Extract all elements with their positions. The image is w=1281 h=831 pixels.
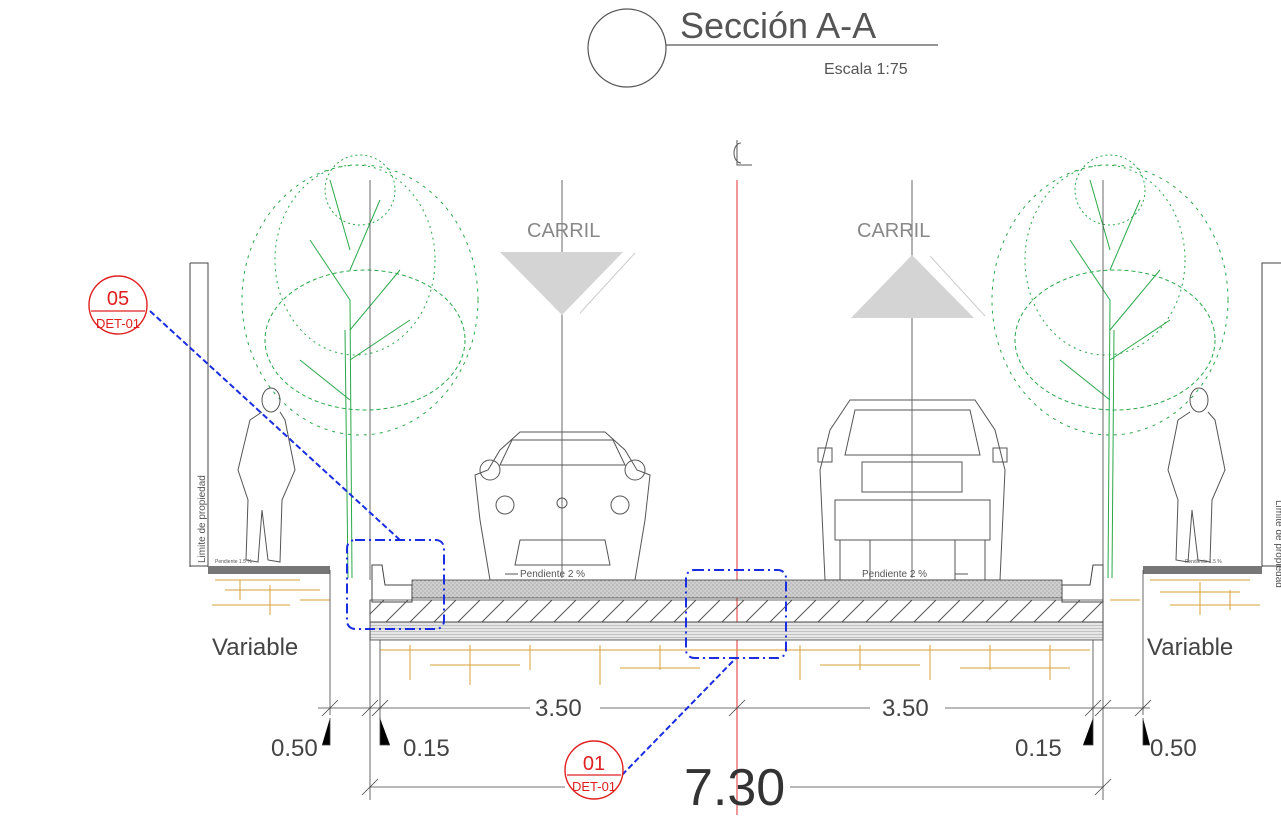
slope-label-right-road: Pendiente 2 % (862, 569, 927, 580)
dimension-row-lanes (318, 699, 1152, 717)
base-layer (369, 599, 1104, 623)
tree-left (241, 154, 479, 579)
extension-lines (329, 570, 1144, 800)
callout-05-sheet: DET-01 (96, 316, 140, 331)
variable-label-right: Variable (1147, 634, 1233, 661)
callout-01-number: 01 (583, 753, 605, 775)
lane-label-right: CARRIL (857, 220, 930, 242)
scale-label: Escala 1:75 (824, 61, 908, 78)
tree-right (991, 154, 1229, 579)
centerline-symbol: CL (0, 0, 752, 166)
dimension-left-outer: 0.50 (271, 735, 318, 762)
soil-under-road (380, 645, 1090, 685)
callout-01-sheet: DET-01 (572, 779, 616, 794)
person-left (237, 387, 296, 563)
dimension-right-curb: 0.15 (1015, 735, 1062, 762)
soil-left (212, 579, 330, 615)
car-front-view (474, 431, 651, 581)
section-marker-circle (587, 8, 667, 88)
property-limit-right-label: Limite de propiedad (1273, 500, 1281, 588)
detail-leader-05 (149, 310, 401, 541)
property-limit-left-label: Limite de propiedad (197, 475, 208, 563)
sidewalk-left (190, 565, 330, 574)
dimension-left-lane: 3.50 (535, 695, 582, 722)
detail-box-05[interactable] (346, 539, 445, 630)
lane-label-left: CARRIL (527, 220, 600, 242)
slope-label-left-sidewalk: Pendiente 1.5 % (215, 559, 252, 565)
variable-label-left: Variable (212, 634, 298, 661)
dimension-right-outer: 0.50 (1150, 735, 1197, 762)
slope-label-right-sidewalk: Pendiente 1.5 % (1185, 559, 1222, 565)
section-title: Sección A-A (680, 5, 876, 46)
person-right (1167, 387, 1226, 563)
property-limit-left (189, 262, 209, 567)
curb-right (1061, 564, 1104, 603)
lane-arrow-up (851, 255, 974, 318)
callout-05-number: 05 (107, 288, 129, 310)
small-dimension-leaders (322, 718, 1150, 746)
curb-left (371, 564, 413, 603)
slope-label-left-road: Pendiente 2 % (520, 569, 585, 580)
asphalt-layer (411, 579, 1063, 599)
dimension-total: 7.30 (684, 759, 785, 817)
lane-arrow-down (500, 252, 623, 315)
callout-01[interactable]: 01 DET-01 (564, 740, 624, 800)
subbase-layer (369, 621, 1104, 641)
centerline-symbol-text: CL (0, 0, 2, 1)
car-rear-view (817, 399, 1008, 581)
detail-leader-01 (621, 657, 737, 776)
title-block: Sección A-A Escala 1:75 (587, 5, 938, 88)
dimension-row-total (361, 778, 1112, 796)
dimension-left-curb: 0.15 (403, 735, 450, 762)
sidewalk-right (1143, 565, 1281, 574)
property-limit-right (1261, 262, 1281, 567)
callout-05[interactable]: 05 DET-01 (88, 275, 148, 335)
dimension-right-lane: 3.50 (882, 695, 929, 722)
soil-right (1110, 579, 1260, 615)
